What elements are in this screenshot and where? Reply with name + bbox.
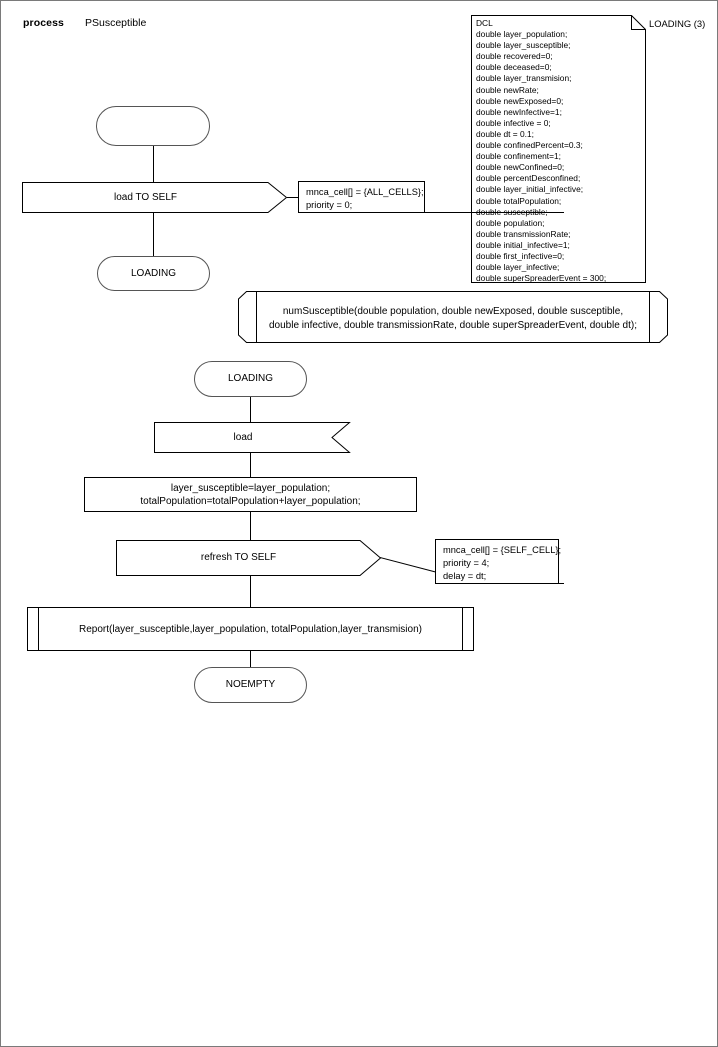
page-label: LOADING (3) bbox=[649, 18, 706, 29]
output-load-to-self-symbol[interactable]: load TO SELF bbox=[22, 182, 288, 213]
procedure-declaration-symbol[interactable]: numSusceptible(double population, double… bbox=[238, 291, 668, 343]
comment-underline-refresh-params bbox=[435, 583, 564, 584]
state-noempty-symbol[interactable]: NOEMPTY bbox=[194, 667, 307, 703]
task-assignment-symbol[interactable]: layer_susceptible=layer_population; tota… bbox=[84, 477, 417, 512]
state-loading-symbol-1[interactable]: LOADING bbox=[97, 256, 210, 291]
state-loading-symbol-2[interactable]: LOADING bbox=[194, 361, 307, 397]
connector-output-to-loading-1 bbox=[153, 212, 154, 256]
procedure-call-report-symbol[interactable]: Report(layer_susceptible,layer_populatio… bbox=[27, 607, 474, 651]
comment-underline-load-params bbox=[298, 212, 564, 213]
connector-task-to-output-refresh bbox=[250, 512, 251, 540]
dcl-note-outline bbox=[471, 15, 646, 283]
connector-input-to-task bbox=[250, 452, 251, 477]
connector-start-to-output-load bbox=[153, 146, 154, 182]
input-symbol-outline bbox=[154, 422, 351, 453]
output-refresh-to-self-symbol[interactable]: refresh TO SELF bbox=[116, 540, 382, 576]
connector-report-to-noempty bbox=[250, 651, 251, 667]
state-noempty-outline bbox=[194, 667, 307, 703]
output-refresh-outline bbox=[116, 540, 382, 576]
process-name: PSusceptible bbox=[85, 17, 147, 29]
dcl-note-text: DCL double layer_population; double laye… bbox=[476, 18, 607, 284]
state-symbol-outline bbox=[97, 256, 210, 291]
connector-loading2-to-input bbox=[250, 397, 251, 422]
task-symbol-outline bbox=[84, 477, 417, 512]
procedure-call-outline bbox=[27, 607, 474, 651]
comment-connector-refresh-params bbox=[380, 557, 438, 573]
procedure-declaration-outline bbox=[238, 291, 668, 343]
output-symbol-outline bbox=[22, 182, 288, 213]
comment-connector-load-params bbox=[287, 197, 304, 198]
dcl-declaration-note: DCL double layer_population; double laye… bbox=[471, 15, 646, 283]
start-state-symbol[interactable] bbox=[96, 106, 210, 146]
input-load-symbol[interactable]: load bbox=[154, 422, 351, 453]
output-load-params-comment: mnca_cell[] = {ALL_CELLS}; priority = 0; bbox=[298, 181, 425, 213]
output-refresh-params-comment: mnca_cell[] = {SELF_CELL}; priority = 4;… bbox=[435, 539, 561, 584]
process-keyword: process bbox=[23, 17, 64, 29]
connector-refresh-to-report bbox=[250, 576, 251, 607]
state-symbol-outline-2 bbox=[194, 361, 307, 397]
start-state-outline bbox=[96, 106, 210, 146]
